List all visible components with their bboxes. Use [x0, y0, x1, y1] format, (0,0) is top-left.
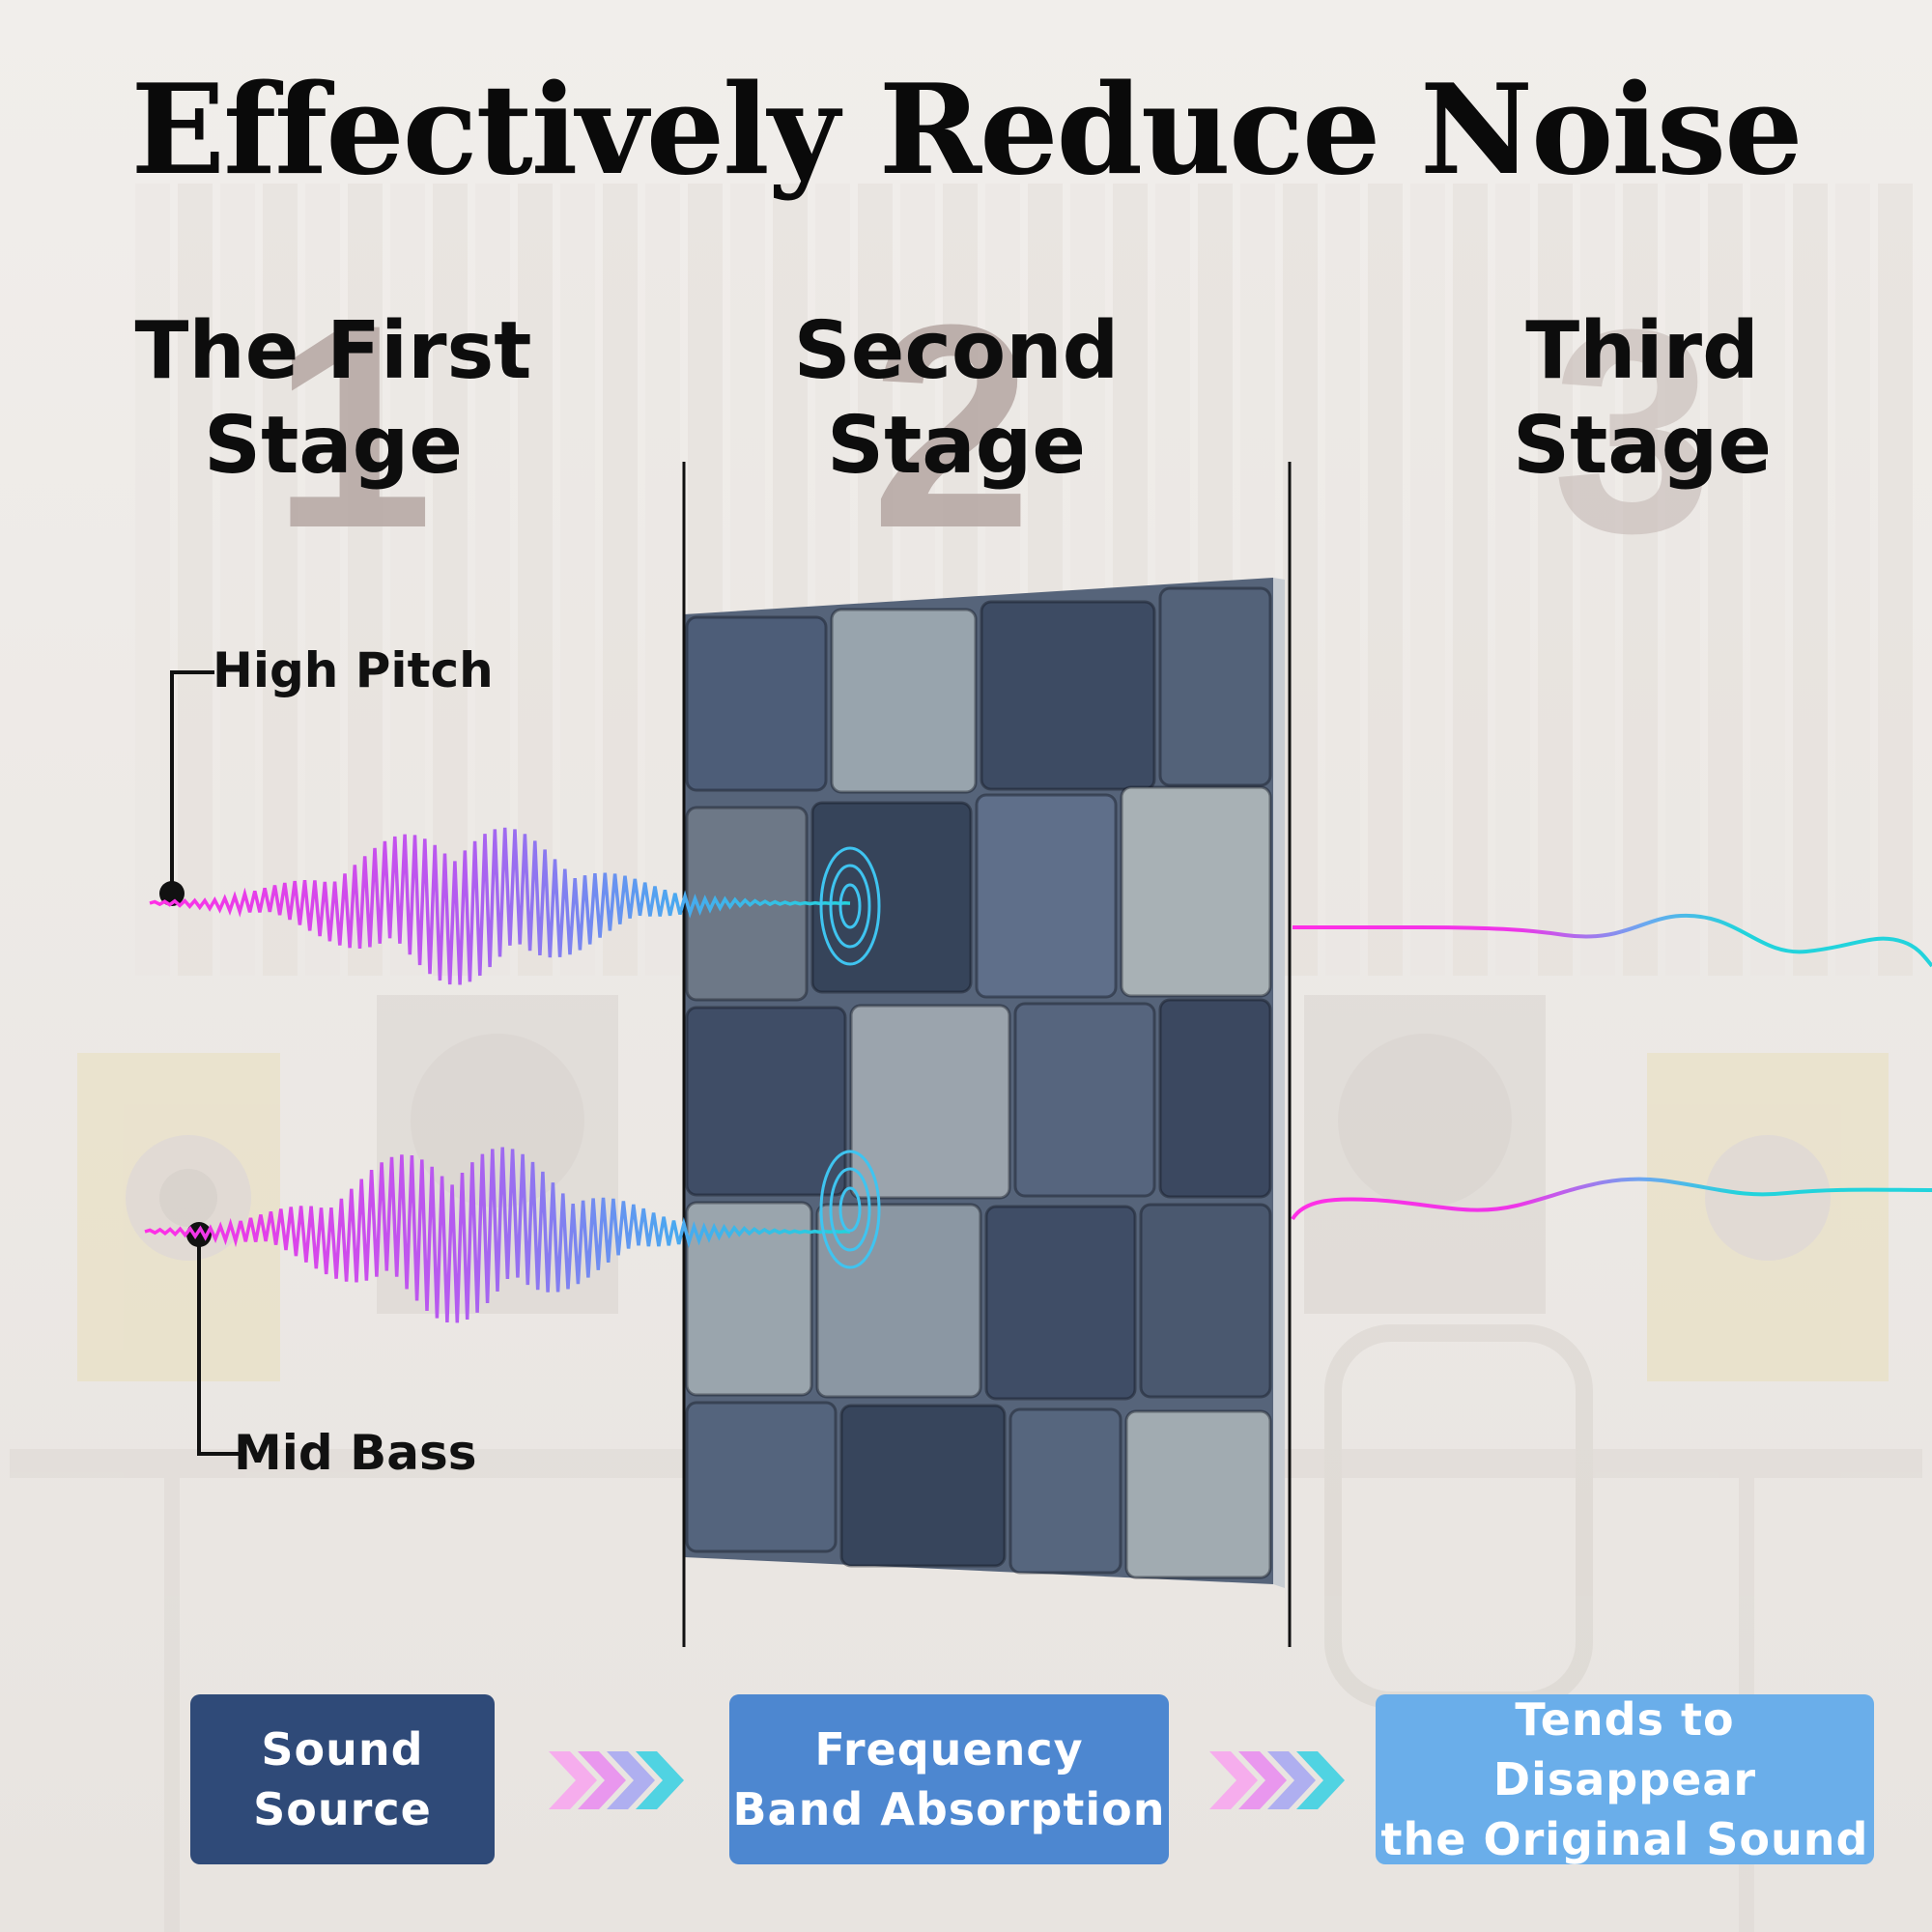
step-frequency-absorption: Frequency Band Absorption [729, 1694, 1169, 1864]
stage-1-line1: The First [134, 305, 532, 397]
step-1-line1: Sound [261, 1723, 424, 1776]
step-sound-source: Sound Source [190, 1694, 495, 1864]
high-pitch-label: High Pitch [213, 642, 494, 698]
stage-number-3: 3 [1552, 269, 1714, 593]
acoustic-panel [684, 578, 1285, 1588]
stage-2-label: Second Stage [753, 304, 1159, 494]
high-pitch-dot [159, 881, 185, 906]
stage-3-line2: Stage [1513, 400, 1772, 492]
sound-ripple-icon [819, 846, 881, 966]
sound-ripple-icon [819, 1150, 881, 1269]
step-1-line2: Source [253, 1783, 432, 1835]
step-3-line2: the Original Sound [1380, 1813, 1869, 1865]
step-disappear: Tends to Disappear the Original Sound [1376, 1693, 1874, 1865]
output-wave-mid [1291, 1177, 1932, 1221]
mid-bass-wave [144, 1147, 851, 1323]
stage-2-line2: Stage [827, 400, 1086, 492]
output-wave-high [1293, 913, 1932, 968]
high-pitch-connector [170, 670, 214, 894]
step-2-line1: Frequency [814, 1723, 1084, 1776]
high-pitch-wave [149, 827, 851, 985]
stage-number-1: 1 [272, 264, 434, 588]
page-title: Effectively Reduce Noise [130, 58, 1804, 203]
mid-bass-connector [197, 1235, 240, 1456]
stage-1-label: The First Stage [116, 304, 551, 494]
stage-3-label: Third Stage [1449, 304, 1835, 494]
stage-number-2: 2 [871, 264, 1033, 588]
mid-bass-label: Mid Bass [234, 1425, 477, 1481]
step-2-line2: Band Absorption [732, 1783, 1166, 1835]
stage-2-line1: Second [793, 305, 1120, 397]
double-chevron-arrow-icon [1209, 1751, 1345, 1809]
stage-1-line2: Stage [204, 400, 463, 492]
double-chevron-arrow-icon [549, 1751, 684, 1809]
step-3-line1: Tends to Disappear [1492, 1693, 1757, 1805]
stage-3-line1: Third [1525, 305, 1759, 397]
